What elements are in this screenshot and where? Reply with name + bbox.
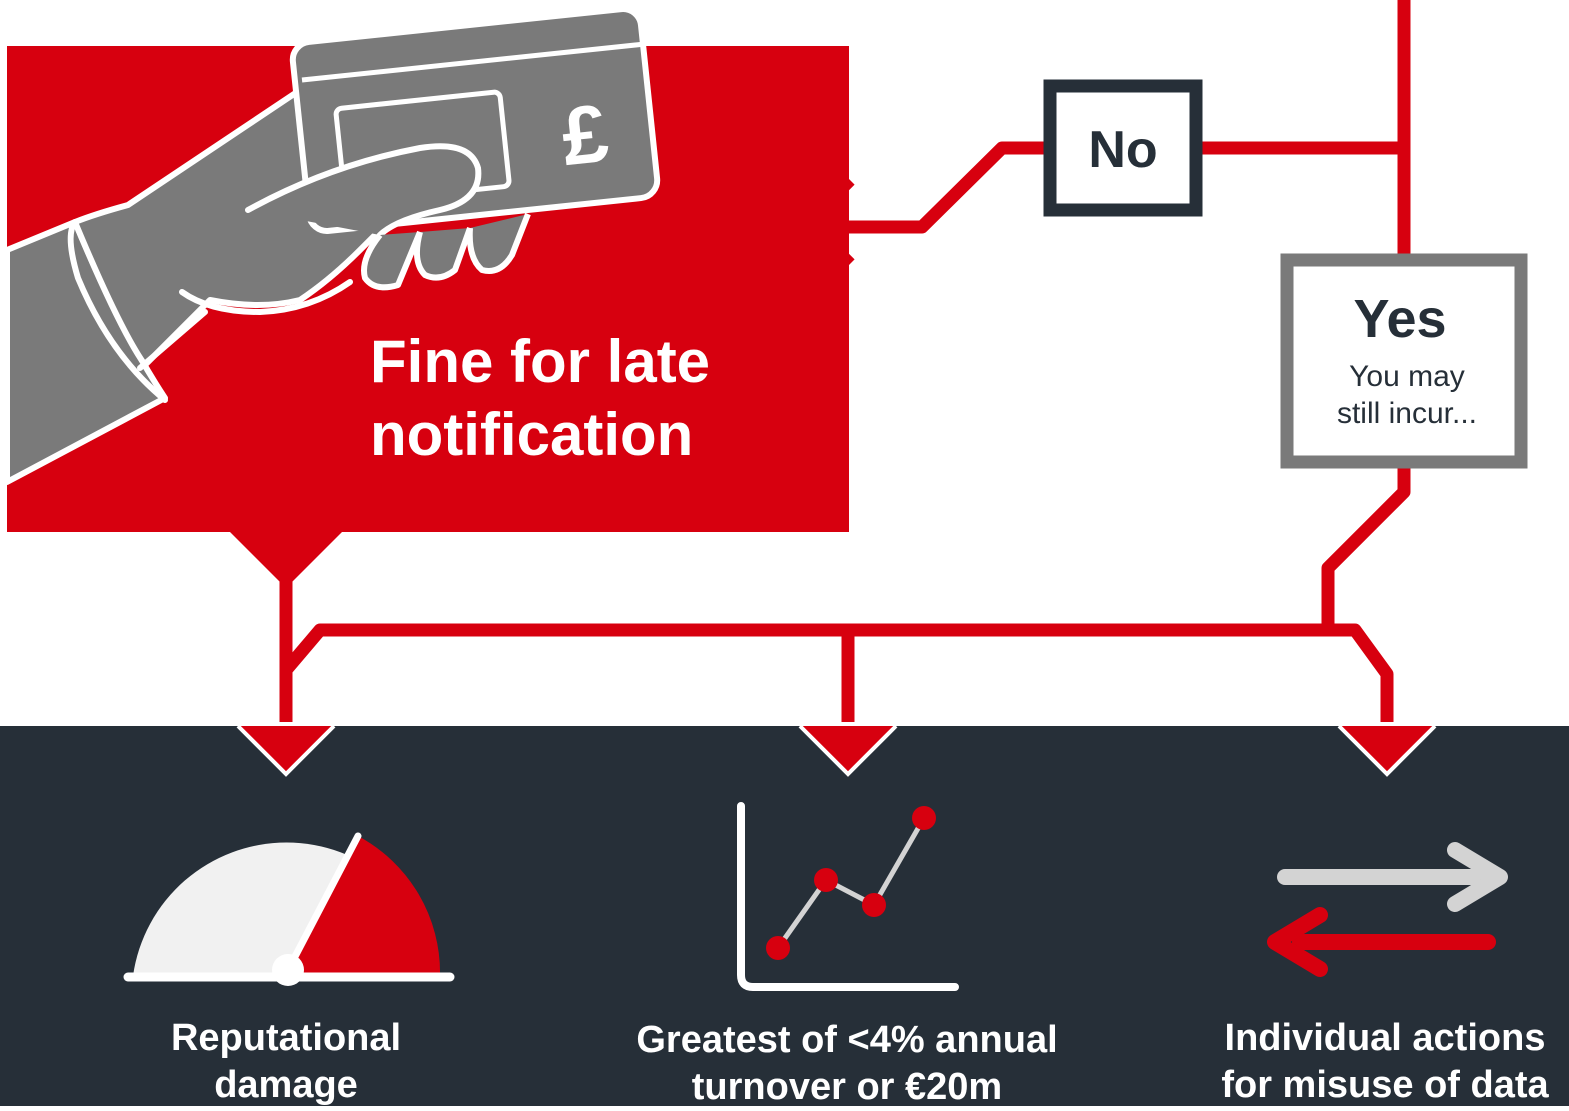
decision-no-label: No <box>1088 121 1157 179</box>
exchange-arrows-icon <box>1267 842 1508 977</box>
card-pound-symbol: £ <box>558 88 613 183</box>
arrow-notch-2-outline <box>798 724 898 777</box>
outcome-2-line1: Greatest of <4% annual <box>636 1019 1057 1061</box>
arrow-notch-2 <box>800 726 896 774</box>
outcomes-panel: Reputational damage Greatest of <4% annu… <box>0 724 1569 1108</box>
arrow-notch-1-outline <box>236 724 336 777</box>
distribution-bus <box>1328 623 1394 722</box>
arrow-notch-3-outline <box>1337 724 1437 777</box>
outcome-3-line2: for misuse of data <box>1221 1064 1549 1106</box>
fine-box: £ Fine for late notification <box>4 6 849 588</box>
decision-yes-sub-line1: You may <box>1349 360 1465 393</box>
fine-box-pointer <box>228 530 344 588</box>
decision-yes-box: Yes You may still incur... <box>1280 253 1528 469</box>
arrow-notch-1 <box>238 726 334 774</box>
no-to-fine-line <box>840 141 1050 234</box>
decision-no-box: No <box>1043 79 1203 217</box>
arrow-notch-3 <box>1339 726 1435 774</box>
outcome-3-line1: Individual actions <box>1225 1017 1546 1059</box>
speedometer-gauge-icon <box>123 832 455 986</box>
outcome-2-line2: turnover or €20m <box>692 1066 1002 1106</box>
decision-yes-label: Yes <box>1353 289 1446 349</box>
flow-connectors <box>279 0 1411 722</box>
outcome-1-line1: Reputational <box>171 1017 401 1059</box>
fine-title-line1: Fine for late <box>370 328 710 395</box>
distribution-bus-left <box>281 623 1328 675</box>
rising-line-chart-icon <box>737 802 959 991</box>
fine-title-line2: notification <box>370 401 693 468</box>
outcome-1-line2: damage <box>214 1064 358 1106</box>
decision-yes-sub-line2: still incur... <box>1337 397 1477 430</box>
yes-down-line <box>1321 462 1411 630</box>
hand-paying-card-icon: £ <box>4 6 661 485</box>
